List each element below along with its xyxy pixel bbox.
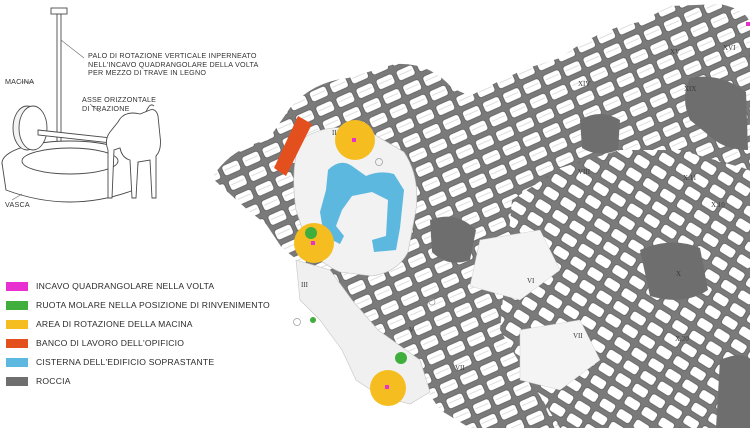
legend-label: BANCO DI LAVORO DELL'OPIFICIO: [36, 338, 185, 348]
ring-markers: [293, 158, 436, 326]
svg-text:V: V: [409, 326, 414, 334]
legend-swatch: [6, 281, 28, 291]
svg-text:III: III: [301, 281, 309, 289]
cistern-shape: [320, 162, 404, 252]
svg-text:II: II: [332, 129, 337, 137]
svg-text:XVI: XVI: [723, 44, 736, 52]
svg-text:VII: VII: [573, 332, 583, 340]
legend-label: CISTERNA DELL'EDIFICIO SOPRASTANTE: [36, 357, 215, 367]
svg-text:XV: XV: [670, 48, 680, 56]
legend-label: ROCCIA: [36, 376, 71, 386]
workbench-strip: [274, 116, 312, 176]
millstone-found-3: [310, 317, 316, 323]
svg-text:X: X: [676, 270, 681, 278]
legend-item-vault-notch: INCAVO QUADRANGOLARE NELLA VOLTA: [6, 280, 214, 292]
svg-text:VII: VII: [455, 364, 465, 372]
legend-swatch: [6, 338, 28, 348]
vault-notch-2: [311, 241, 315, 245]
legend-swatch: [6, 376, 28, 386]
svg-text:VI: VI: [527, 277, 535, 285]
millstone-annotation: MACINA: [5, 77, 35, 86]
svg-text:X.10: X.10: [711, 201, 725, 209]
legend-item-rotation-area: AREA DI ROTAZIONE DELLA MACINA: [6, 318, 193, 330]
legend-swatch: [6, 357, 28, 367]
corridor: [295, 259, 431, 405]
room-labels: II III V VI VII VIII X XIV XV XVI XIX X.…: [301, 44, 736, 372]
basin-side: [1, 162, 139, 203]
vault-notch-3: [385, 385, 389, 389]
legend-item-workbench: BANCO DI LAVORO DELL'OPIFICIO: [6, 337, 184, 349]
svg-text:XIV: XIV: [578, 80, 590, 88]
svg-text:X.11: X.11: [683, 174, 697, 182]
legend-swatch: [6, 319, 28, 329]
pole-annotation: PALO DI ROTAZIONE VERTICALE INPERNEATO N…: [88, 51, 259, 78]
legend-swatch: [6, 300, 28, 310]
legend-item-cistern: CISTERNA DELL'EDIFICIO SOPRASTANTE: [6, 356, 214, 368]
svg-text:X.20: X.20: [675, 335, 689, 343]
rock-mass: [212, 4, 750, 428]
vault-notch-4: [746, 22, 750, 26]
pole-cap: [50, 7, 68, 15]
millstone-found-1: [305, 227, 317, 239]
legend-label: INCAVO QUADRANGOLARE NELLA VOLTA: [36, 281, 215, 291]
svg-text:XIX: XIX: [684, 85, 696, 93]
vault-notch-1: [352, 138, 356, 142]
millstone-found-2: [395, 352, 407, 364]
legend-item-rock: ROCCIA: [6, 375, 71, 387]
axis-annotation: ASSE ORIZZONTALE DI TRAZIONE: [82, 95, 157, 113]
millstone-sketch: [1, 7, 161, 203]
legend-item-millstone: RUOTA MOLARE NELLA POSIZIONE DI RINVENIM…: [6, 299, 270, 311]
basin-annotation: VASCA: [5, 200, 30, 209]
legend-label: AREA DI ROTAZIONE DELLA MACINA: [36, 319, 193, 329]
legend-label: RUOTA MOLARE NELLA POSIZIONE DI RINVENIM…: [36, 300, 270, 310]
svg-text:VIII: VIII: [578, 168, 591, 176]
